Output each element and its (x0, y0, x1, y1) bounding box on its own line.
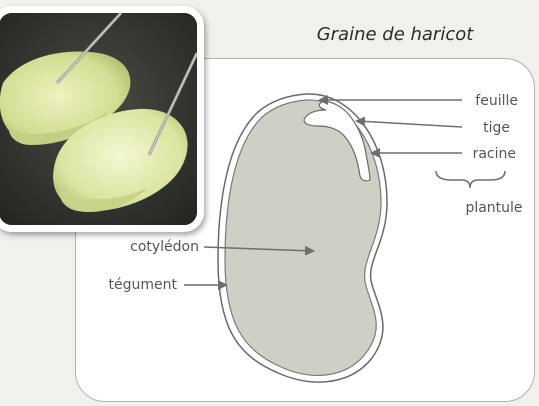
label-tige: tige (483, 120, 510, 136)
label-plantule: plantule (465, 200, 522, 216)
label-cotyledon: cotylédon (130, 239, 199, 255)
label-feuille: feuille (475, 93, 518, 109)
label-tegument: tégument (109, 277, 178, 293)
plantule-brace (436, 171, 505, 188)
label-racine: racine (473, 146, 516, 162)
bean-photo-image (0, 13, 197, 225)
bean-photo (0, 6, 204, 232)
arrow-tige (357, 121, 462, 127)
